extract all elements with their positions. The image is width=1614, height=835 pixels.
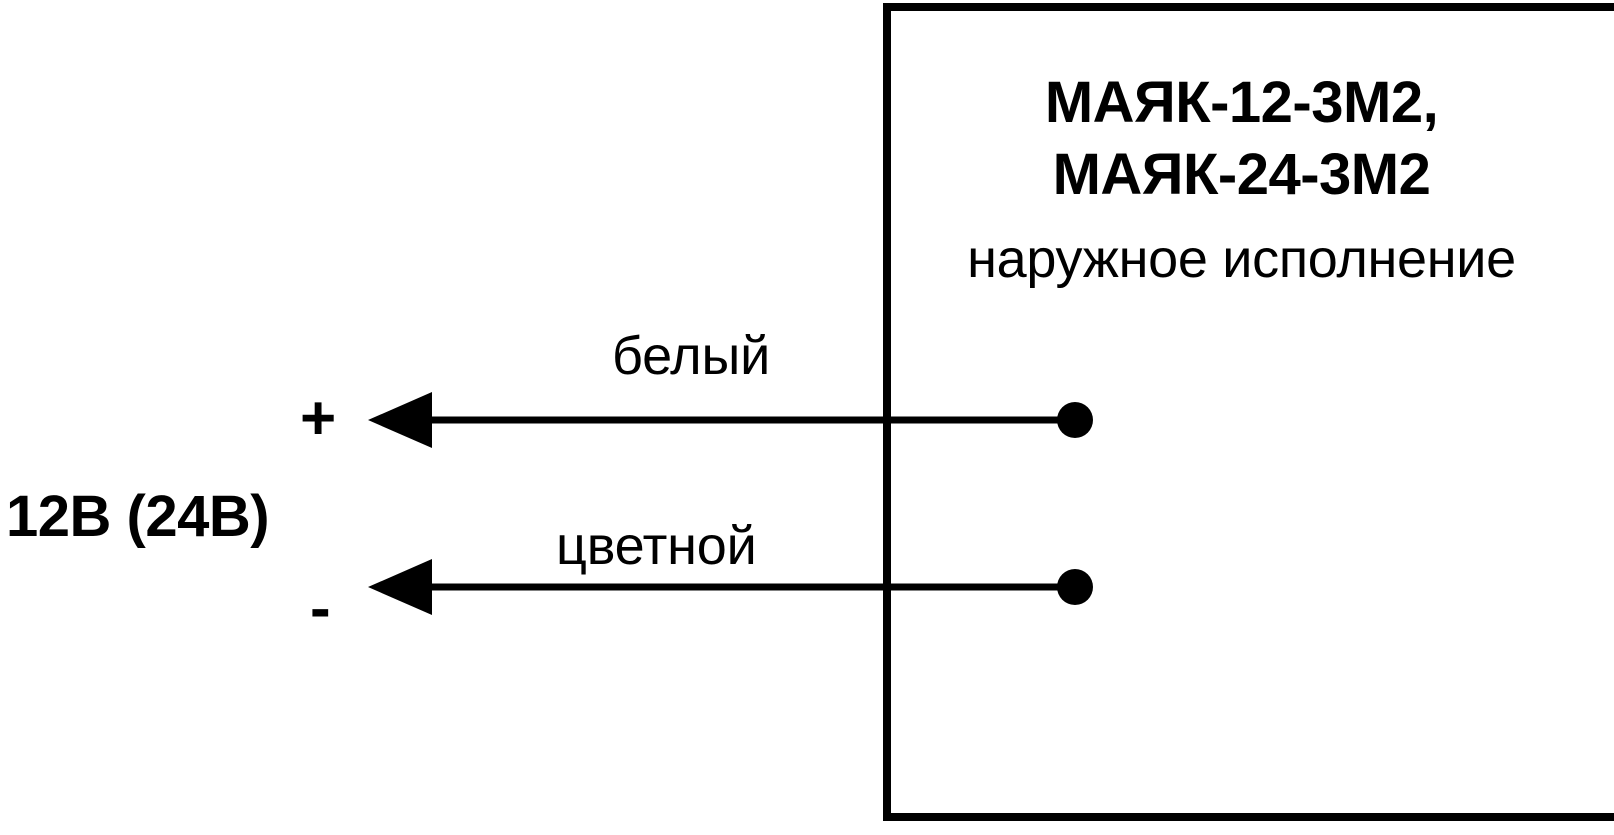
arrowhead-white bbox=[368, 392, 432, 448]
device-subtitle: наружное исполнение bbox=[967, 229, 1516, 289]
supply-voltage-label: 12В (24В) bbox=[6, 484, 270, 549]
device-enclosure-box bbox=[883, 3, 1614, 821]
terminal-dot-color bbox=[1057, 569, 1093, 605]
polarity-plus-sign: + bbox=[300, 384, 337, 453]
wire-label-white: белый bbox=[612, 326, 771, 386]
arrowhead-color bbox=[368, 559, 432, 615]
device-title-line-1: МАЯК-12-3М2, bbox=[1044, 70, 1439, 135]
terminal-dot-white bbox=[1057, 402, 1093, 438]
wire-label-color: цветной bbox=[556, 516, 757, 576]
polarity-minus-sign: - bbox=[310, 574, 331, 643]
device-title-line-2: МАЯК-24-3М2 bbox=[1052, 142, 1431, 207]
